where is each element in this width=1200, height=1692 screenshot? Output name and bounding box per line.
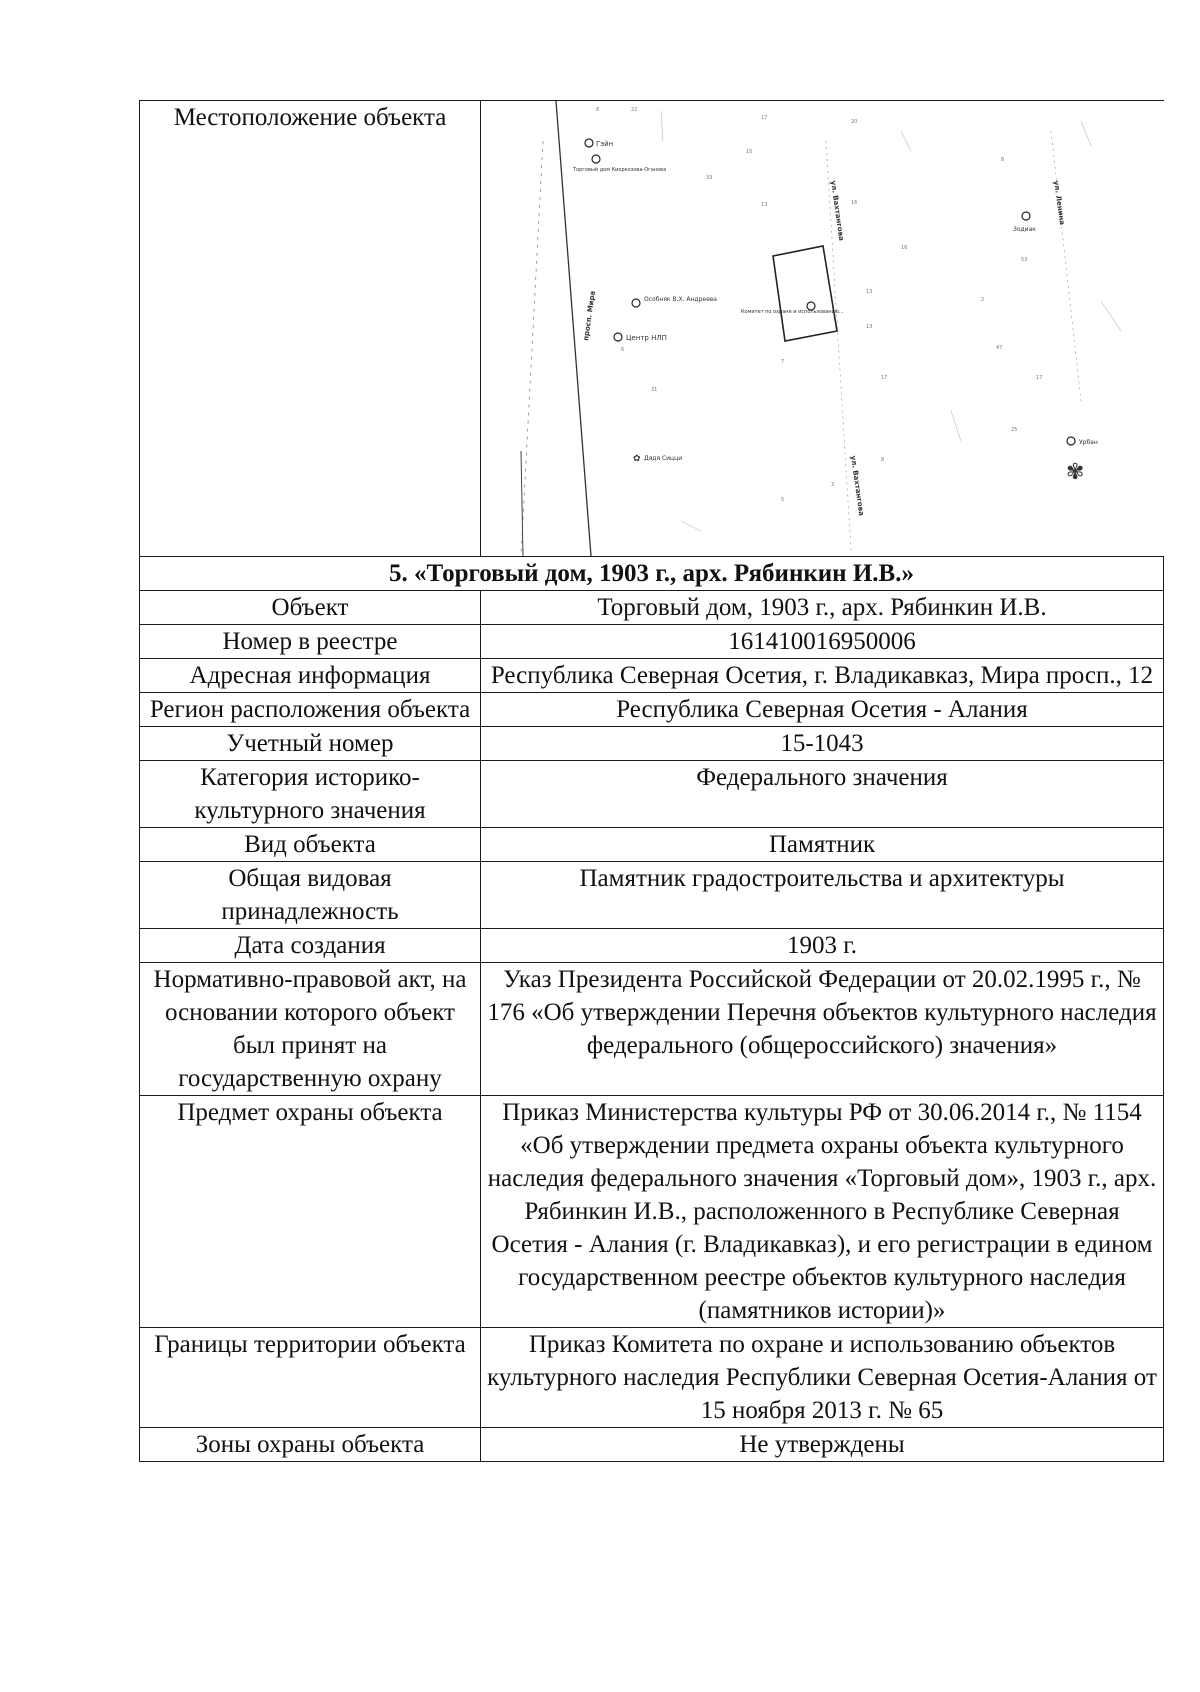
section-title: 5. «Торговый дом, 1903 г., арх. Рябинкин… <box>139 556 1164 591</box>
field-value: Памятник градостроительства и архитектур… <box>480 861 1164 929</box>
field-value: Республика Северная Осетия, г. Владикавк… <box>480 658 1164 693</box>
circle-marker-icon <box>613 332 623 342</box>
svg-text:33: 33 <box>706 175 712 181</box>
place-label: Центр НЛП <box>626 334 667 342</box>
location-row: Местоположение объекта просп. Мира ул. В… <box>139 100 1164 557</box>
svg-text:6: 6 <box>621 347 624 353</box>
circle-marker-icon <box>584 138 594 148</box>
field-label: Категория историко-культурного значения <box>139 760 481 828</box>
field-label: Учетный номер <box>139 726 481 761</box>
field-value: Приказ Комитета по охране и использовани… <box>480 1327 1164 1428</box>
svg-text:17: 17 <box>1036 375 1042 381</box>
svg-text:13: 13 <box>866 289 872 295</box>
flower-marker-icon: ✿ <box>633 454 641 464</box>
field-value: Республика Северная Осетия - Алания <box>480 692 1164 727</box>
circle-marker-icon <box>591 154 601 164</box>
svg-text:8: 8 <box>1001 157 1004 163</box>
place-label: Торговый дом Киоркозова-Оганова <box>572 166 666 173</box>
svg-text:16: 16 <box>901 245 907 251</box>
circle-marker-icon <box>1066 436 1076 446</box>
svg-text:3: 3 <box>831 482 834 488</box>
circle-marker-icon <box>806 301 816 311</box>
street-line-mira <box>555 101 592 556</box>
table-row: Нормативно-правовой акт, на основании ко… <box>139 962 1164 1096</box>
place-label: Гэйн <box>596 140 613 148</box>
field-label: Объект <box>139 590 481 625</box>
svg-text:16: 16 <box>851 200 857 206</box>
svg-text:7: 7 <box>781 359 784 365</box>
field-value: 161410016950006 <box>480 624 1164 659</box>
svg-text:5: 5 <box>781 497 784 503</box>
field-value: 15-1043 <box>480 726 1164 761</box>
field-value: 1903 г. <box>480 928 1164 963</box>
svg-text:53: 53 <box>1021 257 1027 263</box>
field-value: Памятник <box>480 827 1164 862</box>
map-logo-icon: ✾ <box>1066 460 1084 485</box>
place-label: Зодиак <box>1013 226 1036 233</box>
field-label: Номер в реестре <box>139 624 481 659</box>
place-label: Дядя Сицци <box>644 455 682 462</box>
field-label: Адресная информация <box>139 658 481 693</box>
location-label: Местоположение объекта <box>139 100 481 557</box>
svg-text:20: 20 <box>851 119 857 125</box>
field-label: Границы территории объекта <box>139 1327 481 1428</box>
svg-text:22: 22 <box>631 107 637 113</box>
field-label: Вид объекта <box>139 827 481 862</box>
heritage-object-table: Местоположение объекта просп. Мира ул. В… <box>139 100 1164 1462</box>
section-title-row: 5. «Торговый дом, 1903 г., арх. Рябинкин… <box>139 556 1164 591</box>
location-map: просп. Мира ул. Вахтангова ул. Вахтангов… <box>480 100 1164 557</box>
circle-marker-icon <box>1021 211 1031 221</box>
svg-text:17: 17 <box>761 115 767 121</box>
svg-text:8: 8 <box>881 457 884 463</box>
svg-text:25: 25 <box>1011 427 1017 433</box>
field-value: Указ Президента Российской Федерации от … <box>480 962 1164 1096</box>
object-parcel-outline <box>772 245 838 342</box>
place-label: Урбан <box>1079 439 1098 446</box>
svg-text:13: 13 <box>866 324 872 330</box>
field-value: Торговый дом, 1903 г., арх. Рябинкин И.В… <box>480 590 1164 625</box>
field-label: Нормативно-правовой акт, на основании ко… <box>139 962 481 1096</box>
place-label: Комитет по охране и использованию... <box>741 309 844 315</box>
field-label: Дата создания <box>139 928 481 963</box>
map-image: просп. Мира ул. Вахтангова ул. Вахтангов… <box>481 101 1164 556</box>
field-value: Федерального значения <box>480 760 1164 828</box>
field-label: Предмет охраны объекта <box>139 1095 481 1328</box>
svg-text:2: 2 <box>981 297 984 303</box>
svg-text:17: 17 <box>881 375 887 381</box>
field-value: Приказ Министерства культуры РФ от 30.06… <box>480 1095 1164 1328</box>
field-label: Регион расположения объекта <box>139 692 481 727</box>
svg-text:13: 13 <box>761 202 767 208</box>
svg-text:47: 47 <box>996 345 1002 351</box>
field-label: Общая видовая принадлежность <box>139 861 481 929</box>
place-label: Особняк В.Х. Андреева <box>644 296 717 303</box>
field-label: Зоны охраны объекта <box>139 1427 481 1462</box>
svg-text:8: 8 <box>596 107 599 113</box>
field-value: Не утверждены <box>480 1427 1164 1462</box>
svg-text:31: 31 <box>651 387 657 393</box>
svg-text:15: 15 <box>746 149 752 155</box>
circle-marker-icon <box>631 298 641 308</box>
